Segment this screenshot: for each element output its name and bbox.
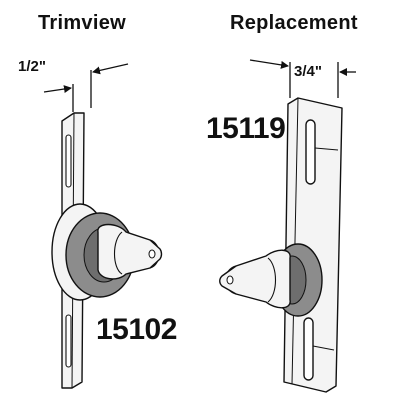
part-number-trimview: 15102 [96, 313, 177, 346]
dimension-marker-left [43, 63, 129, 112]
part-number-replacement: 15119 [206, 112, 286, 145]
trimview-part [51, 112, 163, 389]
replacement-slot-bottom [303, 317, 314, 381]
heading-replacement: Replacement [230, 12, 358, 34]
replacement-part [219, 97, 343, 393]
trimview-slot-bottom [65, 314, 72, 368]
dimension-marker-right [249, 59, 356, 98]
dimension-label-right: 3/4" [294, 63, 322, 80]
dimension-label-left: 1/2" [18, 58, 46, 75]
trimview-slot-top [65, 134, 72, 188]
heading-trimview: Trimview [38, 12, 126, 34]
replacement-slot-top [305, 119, 316, 185]
